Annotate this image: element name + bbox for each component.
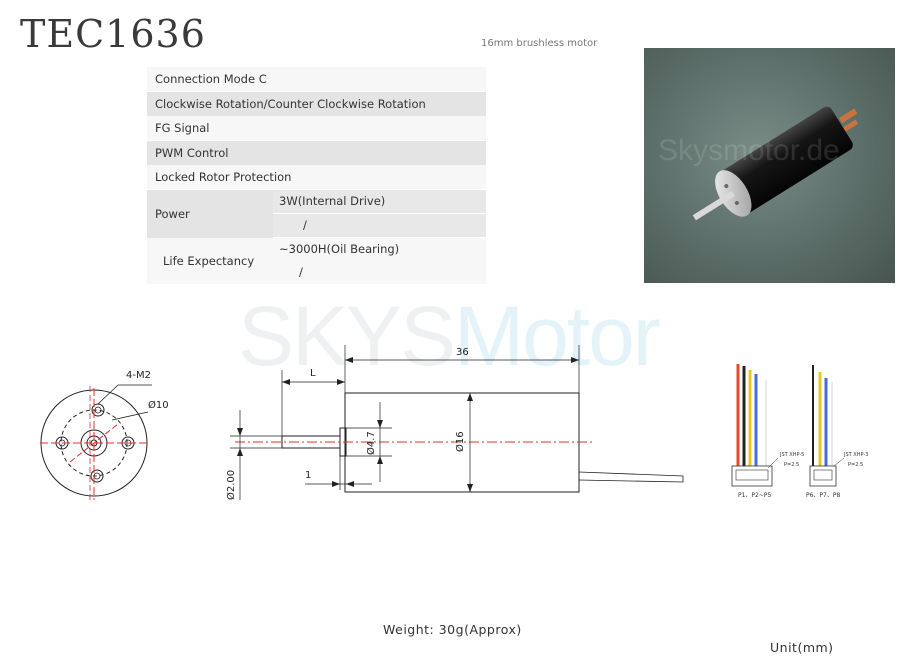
left-part-label: JST XHP-5 (779, 452, 804, 458)
screw-label: 4-M2 (126, 370, 151, 381)
left-connector-label: P1、P2~P5 (738, 492, 772, 499)
spec-life-value: ~3000H(Oil Bearing) (273, 237, 486, 261)
model-title: TEC1636 (20, 12, 206, 56)
shaft-length-label: L (310, 368, 316, 379)
boss-len-label: 1 (305, 470, 311, 481)
length-label: 36 (456, 347, 469, 358)
right-pitch-label: P=2.5 (848, 462, 863, 468)
connector-right: JST XHP-3 P=2.5 P6、P7、P8 (806, 365, 868, 499)
spec-power-value2: / (273, 213, 486, 237)
unit-label: Unit(mm) (770, 640, 834, 655)
spec-power: Power 3W(Internal Drive) / (147, 189, 486, 238)
boss-dia-label: Ø4.7 (365, 431, 377, 455)
connector-left: JST XHP-5 P=2.5 P1、P2~P5 (731, 364, 804, 499)
spec-fg-signal: FG Signal (147, 116, 486, 140)
spec-locked-rotor: Locked Rotor Protection (147, 165, 486, 189)
front-view: 4-M2 Ø10 (40, 370, 169, 500)
right-part-label: JST XHP-3 (843, 452, 868, 458)
spec-pwm: PWM Control (147, 140, 486, 165)
spec-life: Life Expectancy ~3000H(Oil Bearing) / (147, 237, 486, 284)
spec-rotation: Clockwise Rotation/Counter Clockwise Rot… (147, 91, 486, 116)
watermark-part1: SKYS (238, 289, 456, 383)
watermark-part2: Motor (454, 289, 661, 383)
subtitle: 16mm brushless motor (481, 38, 598, 49)
spec-life-value2: / (273, 260, 486, 284)
spec-power-label: Power (147, 189, 273, 238)
watermark: SKYSMotor (238, 288, 661, 385)
bolt-circle-label: Ø10 (148, 399, 169, 411)
shaft-dia-label: Ø2.00 (225, 470, 237, 500)
motor-photo: Skysmotor.de (644, 48, 895, 283)
spec-life-label: Life Expectancy (147, 237, 273, 284)
body-dia-label: Ø16 (454, 431, 466, 452)
spec-power-value: 3W(Internal Drive) (273, 189, 486, 213)
spec-connection-mode: Connection Mode C (147, 67, 486, 91)
right-connector-label: P6、P7、P8 (806, 492, 840, 499)
left-pitch-label: P=2.5 (784, 462, 799, 468)
spec-table: Connection Mode C Clockwise Rotation/Cou… (147, 67, 486, 284)
photo-watermark: Skysmotor.de (658, 134, 840, 167)
side-view: 36 L Ø16 Ø4.7 Ø2.00 1 (225, 345, 684, 500)
weight-label: Weight: 30g(Approx) (383, 622, 522, 637)
